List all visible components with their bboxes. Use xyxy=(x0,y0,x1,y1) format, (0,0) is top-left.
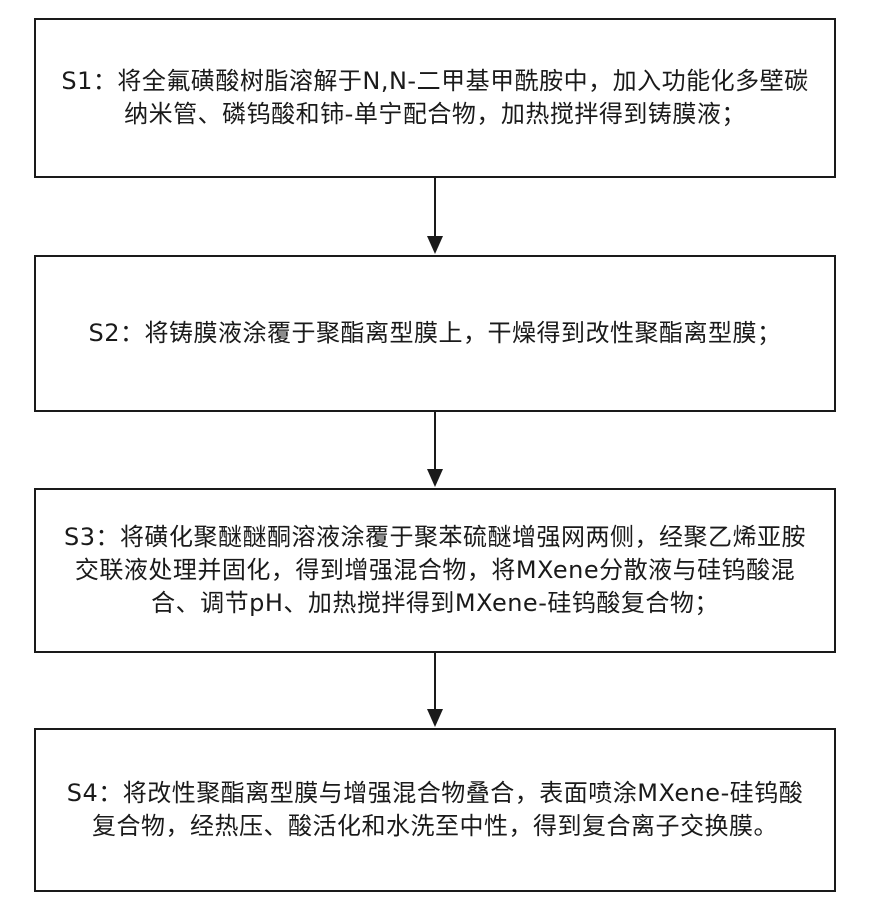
step-box-s1: S1：将全氟磺酸树脂溶解于N,N-二甲基甲酰胺中，加入功能化多壁碳纳米管、磷钨酸… xyxy=(34,18,836,178)
step-box-s4: S4：将改性聚酯离型膜与增强混合物叠合，表面喷涂MXene-硅钨酸复合物，经热压… xyxy=(34,728,836,892)
step-text-s1: S1：将全氟磺酸树脂溶解于N,N-二甲基甲酰胺中，加入功能化多壁碳纳米管、磷钨酸… xyxy=(58,65,812,131)
step-text-s4: S4：将改性聚酯离型膜与增强混合物叠合，表面喷涂MXene-硅钨酸复合物，经热压… xyxy=(58,777,812,843)
step-box-s2: S2：将铸膜液涂覆于聚酯离型膜上，干燥得到改性聚酯离型膜； xyxy=(34,255,836,412)
step-box-s3: S3：将磺化聚醚醚酮溶液涂覆于聚苯硫醚增强网两侧，经聚乙烯亚胺交联液处理并固化，… xyxy=(34,488,836,653)
flow-arrow-1 xyxy=(425,178,445,255)
step-text-s3: S3：将磺化聚醚醚酮溶液涂覆于聚苯硫醚增强网两侧，经聚乙烯亚胺交联液处理并固化，… xyxy=(58,521,812,620)
flow-arrow-3 xyxy=(425,653,445,728)
step-text-s2: S2：将铸膜液涂覆于聚酯离型膜上，干燥得到改性聚酯离型膜； xyxy=(88,317,781,350)
flow-arrow-2 xyxy=(425,412,445,488)
